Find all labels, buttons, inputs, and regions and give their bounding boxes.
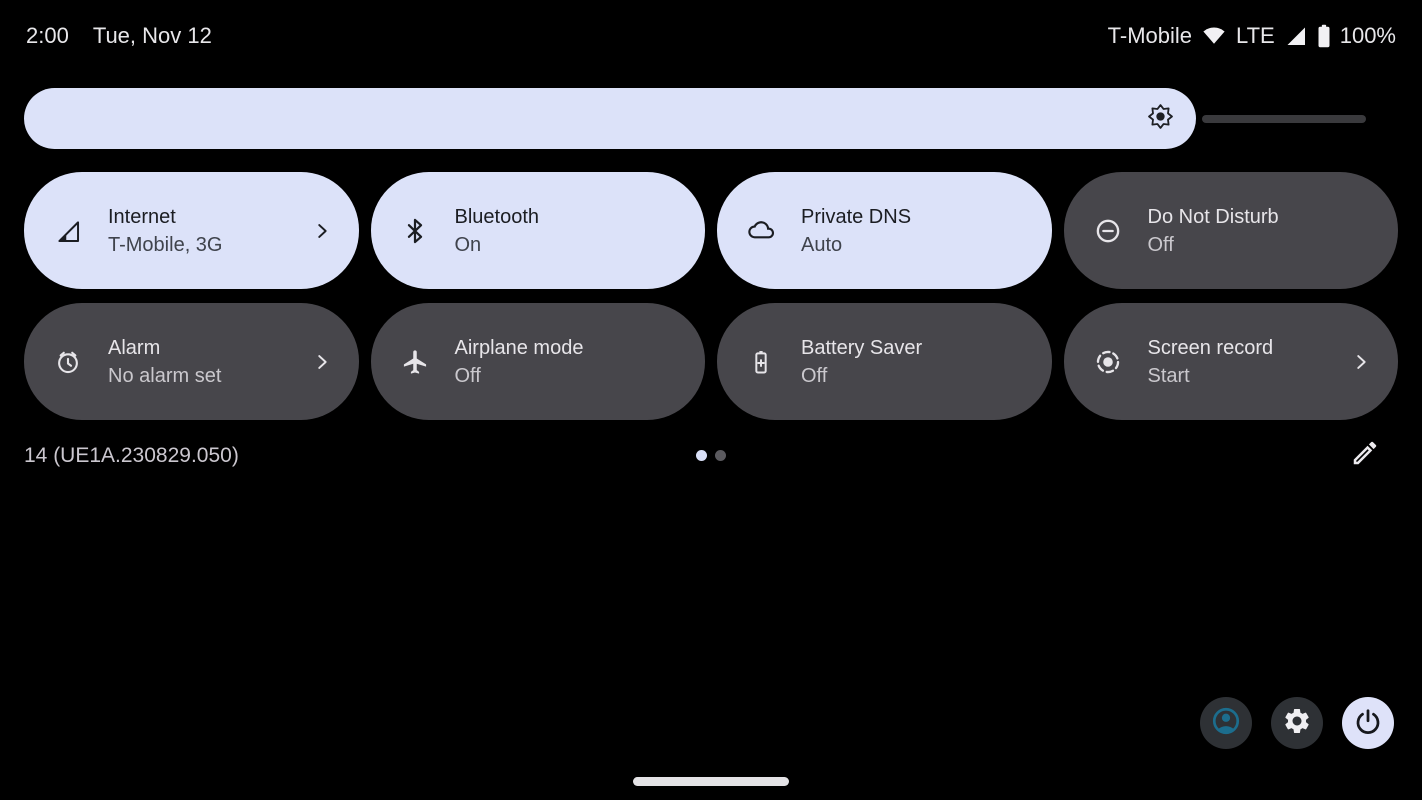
chevron-right-icon (311, 220, 333, 242)
page-dot-inactive (715, 450, 726, 461)
tile-text: Alarm No alarm set (108, 334, 311, 390)
tile-screen-record[interactable]: Screen record Start (1063, 303, 1398, 420)
power-icon (1353, 706, 1383, 741)
tile-subtitle: Off (801, 364, 828, 387)
tile-subtitle: On (454, 233, 482, 256)
status-bar-right: T-Mobile LTE 100% (1108, 23, 1396, 49)
tile-title: Bluetooth (454, 205, 540, 228)
page-dot-active (696, 450, 707, 461)
alarm-clock-icon (54, 348, 82, 376)
edit-tiles-button[interactable] (1348, 438, 1382, 472)
user-switcher-button[interactable] (1200, 697, 1252, 749)
tile-subtitle: Auto (801, 233, 843, 256)
user-avatar-icon (1210, 705, 1242, 742)
tile-subtitle: T-Mobile, 3G (108, 233, 223, 256)
tile-title: Battery Saver (801, 336, 923, 359)
tile-text: Bluetooth On (455, 203, 680, 259)
date: Tue, Nov 12 (92, 23, 212, 48)
clock: 2:00 (26, 23, 69, 48)
status-bar: 2:00 Tue, Nov 12 T-Mobile LTE 100% (0, 14, 1422, 58)
brightness-slider[interactable] (24, 88, 1196, 149)
chevron-right-icon (1350, 351, 1372, 373)
quick-tiles-grid: Internet T-Mobile, 3G Bluetooth On (24, 172, 1398, 420)
gear-icon (1282, 706, 1312, 741)
tile-title: Airplane mode (454, 336, 584, 359)
page-indicator (0, 450, 1422, 461)
tile-subtitle: Off (454, 364, 481, 387)
tile-text: Screen record Start (1148, 334, 1351, 390)
tile-text: Battery Saver Off (801, 334, 1026, 390)
tile-do-not-disturb[interactable]: Do Not Disturb Off (1063, 172, 1398, 289)
tile-subtitle: Off (1147, 233, 1174, 256)
battery-icon (1317, 23, 1331, 49)
wifi-icon (1201, 23, 1227, 49)
tile-subtitle: Start (1147, 364, 1190, 387)
do-not-disturb-icon (1094, 217, 1122, 245)
tile-text: Airplane mode Off (455, 334, 680, 390)
tile-private-dns[interactable]: Private DNS Auto (717, 172, 1052, 289)
build-version-label: 14 (UE1A.230829.050) (24, 444, 239, 467)
carrier-label: T-Mobile (1107, 23, 1192, 48)
tile-title: Do Not Disturb (1147, 205, 1279, 228)
tile-title: Internet (108, 205, 176, 228)
brightness-icon (1147, 103, 1174, 135)
tile-title: Screen record (1147, 336, 1274, 359)
tile-text: Private DNS Auto (801, 203, 1026, 259)
screen-record-icon (1094, 348, 1122, 376)
tile-text: Do Not Disturb Off (1148, 203, 1373, 259)
battery-saver-icon (747, 348, 775, 376)
cellular-signal-icon (1284, 24, 1308, 48)
tile-subtitle: No alarm set (108, 364, 222, 387)
tile-bluetooth[interactable]: Bluetooth On (370, 172, 705, 289)
tile-internet[interactable]: Internet T-Mobile, 3G (24, 172, 359, 289)
tile-battery-saver[interactable]: Battery Saver Off (717, 303, 1052, 420)
chevron-right-icon (311, 351, 333, 373)
power-button[interactable] (1342, 697, 1394, 749)
pencil-icon (1350, 438, 1380, 473)
settings-button[interactable] (1271, 697, 1323, 749)
tile-title: Private DNS (801, 205, 912, 228)
bottom-actions (1200, 697, 1394, 749)
tile-title: Alarm (108, 336, 161, 359)
tile-alarm[interactable]: Alarm No alarm set (24, 303, 359, 420)
tile-text: Internet T-Mobile, 3G (108, 203, 311, 259)
status-bar-left: 2:00 Tue, Nov 12 (26, 23, 212, 49)
cloud-icon (747, 217, 775, 245)
airplane-icon (401, 348, 429, 376)
cellular-signal-icon (54, 217, 82, 245)
brightness-slider-track[interactable] (1202, 115, 1366, 123)
network-type-label: LTE (1236, 23, 1275, 48)
bluetooth-icon (401, 217, 429, 245)
tile-airplane-mode[interactable]: Airplane mode Off (370, 303, 705, 420)
home-indicator-bar[interactable] (633, 777, 789, 786)
battery-percent: 100% (1339, 23, 1396, 48)
